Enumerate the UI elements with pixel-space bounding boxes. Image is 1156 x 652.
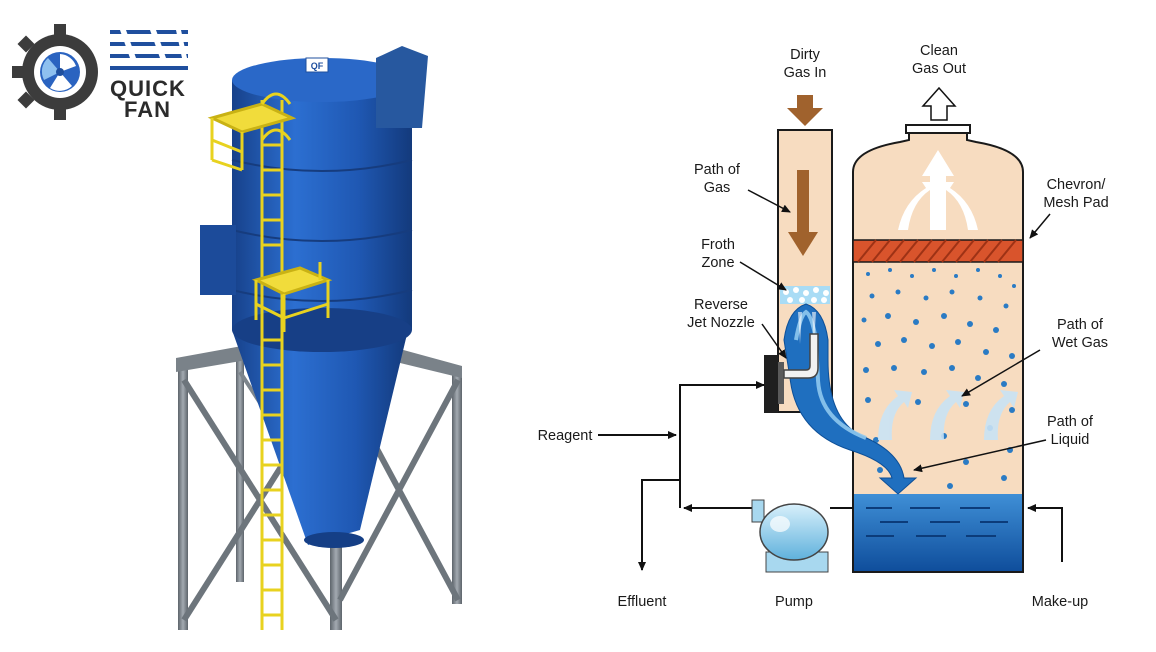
reverse-jet-nozzle bbox=[764, 333, 819, 413]
label-reagent: Reagent bbox=[538, 428, 593, 444]
label-froth-zone-1: Froth bbox=[701, 237, 735, 253]
label-pump: Pump bbox=[775, 594, 813, 610]
tank-badge: QF bbox=[311, 61, 324, 71]
label-path-of-liquid-1: Path of bbox=[1047, 414, 1094, 430]
froth-zone bbox=[780, 286, 830, 304]
logo-text-line1: QUICK bbox=[110, 76, 186, 101]
liquid-sump bbox=[854, 494, 1022, 571]
logo-text-line2: FAN bbox=[124, 97, 171, 122]
label-clean-gas-out-1: Clean bbox=[920, 43, 958, 59]
wet-scrubber-diagram: Dirty Gas In Clean Gas Out Path of Gas F… bbox=[538, 43, 1109, 610]
upper-platform bbox=[207, 92, 297, 172]
clean-gas-out-arrow bbox=[921, 86, 957, 121]
wet-gas-arrows bbox=[878, 390, 1018, 440]
process-piping bbox=[598, 381, 1063, 571]
label-froth-zone-2: Zone bbox=[701, 255, 734, 271]
logo-bars-icon bbox=[110, 30, 188, 70]
label-path-of-gas-2: Gas bbox=[704, 180, 731, 196]
label-chevron-mesh-pad-1: Chevron/ bbox=[1047, 177, 1107, 193]
label-make-up: Make-up bbox=[1032, 594, 1088, 610]
clean-gas-arrows bbox=[898, 150, 978, 230]
pump-icon bbox=[751, 499, 829, 573]
dust-collector-tank: QF bbox=[176, 46, 462, 630]
gas-down-arrow bbox=[788, 170, 818, 256]
chevron-mesh-pad bbox=[852, 239, 1024, 263]
label-leaders bbox=[739, 189, 1051, 473]
access-ladder bbox=[260, 100, 284, 630]
label-reverse-jet-nozzle-2: Jet Nozzle bbox=[687, 315, 755, 331]
label-reverse-jet-nozzle-1: Reverse bbox=[694, 297, 748, 313]
spray-droplets bbox=[861, 268, 1016, 489]
label-path-of-wet-gas-2: Wet Gas bbox=[1052, 335, 1108, 351]
label-dirty-gas-in-2: Gas In bbox=[784, 65, 827, 81]
tank-hopper bbox=[232, 330, 408, 545]
label-effluent: Effluent bbox=[618, 594, 667, 610]
quick-fan-logo: QUICK FAN bbox=[12, 24, 188, 122]
dirty-gas-in-arrow bbox=[787, 95, 823, 126]
label-dirty-gas-in-1: Dirty bbox=[790, 47, 821, 63]
gas-outlet-flange bbox=[905, 124, 971, 134]
gear-icon bbox=[12, 24, 98, 120]
label-chevron-mesh-pad-2: Mesh Pad bbox=[1043, 195, 1108, 211]
lower-platform bbox=[251, 262, 333, 332]
label-path-of-wet-gas-1: Path of bbox=[1057, 317, 1104, 333]
label-clean-gas-out-2: Gas Out bbox=[912, 61, 966, 77]
label-path-of-liquid-2: Liquid bbox=[1051, 432, 1090, 448]
label-path-of-gas-1: Path of bbox=[694, 162, 741, 178]
